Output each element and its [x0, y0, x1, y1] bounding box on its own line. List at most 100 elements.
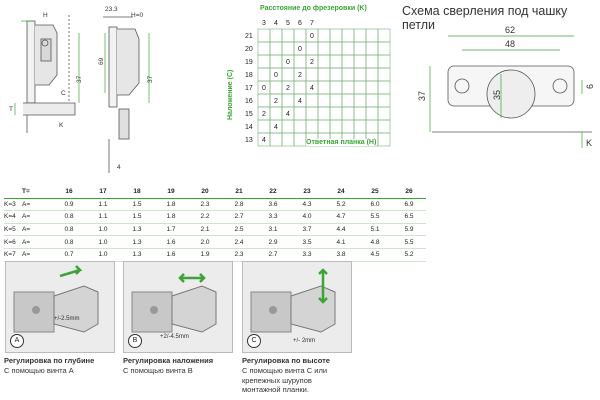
spec-header-k [4, 186, 22, 199]
spec-value: 1.7 [154, 223, 188, 237]
drill-scheme-drawing: 62 48 37 35 6 K [417, 25, 595, 148]
overlay-col-header: 5 [286, 20, 290, 27]
overlay-cell-value: 4 [286, 111, 290, 118]
adjustment-photo-depth: +/-2.5mm A [5, 261, 115, 353]
overlay-row-label: 17 [245, 85, 253, 92]
overlay-cell-value: 4 [262, 137, 266, 144]
overlay-cell [353, 80, 367, 95]
label-dim-37: 37 [76, 75, 83, 83]
spec-value: 3.1 [256, 223, 290, 237]
spec-value: 1.3 [120, 223, 154, 237]
overlay-cell [281, 119, 295, 134]
overlay-cell [269, 132, 283, 147]
spec-thickness: 18 [120, 186, 154, 199]
caption-height-line: С помощью винта С или [242, 366, 328, 375]
caption-depth-title: Регулировка по глубине [4, 356, 95, 365]
overlay-cell [317, 41, 331, 56]
spec-row-k: K=6 [4, 235, 22, 249]
overlay-cell [341, 28, 355, 43]
overlay-row-label: 18 [245, 72, 253, 79]
hinge-drawing-icon [124, 262, 232, 352]
caption-height-title: Регулировка по высоте [242, 356, 330, 365]
spec-thickness: 17 [86, 186, 120, 199]
overlay-row-label: 21 [245, 33, 253, 40]
spec-value: 1.5 [120, 198, 154, 212]
overlay-cell [329, 54, 343, 69]
overlay-cell [293, 106, 307, 121]
spec-value: 1.3 [120, 248, 154, 262]
overlay-cell [377, 54, 391, 69]
overlay-cell [341, 41, 355, 56]
overlay-cell [329, 28, 343, 43]
overlay-cell [305, 41, 319, 56]
overlay-cell-value: 0 [298, 46, 302, 53]
label-t: T [9, 106, 13, 113]
overlay-cell-value: 2 [286, 85, 290, 92]
spec-value: 6.9 [392, 198, 426, 212]
overlay-cell [317, 106, 331, 121]
caption-overlay-line: С помощью винта В [123, 366, 193, 375]
spec-value: 1.9 [188, 248, 222, 262]
overlay-cell [305, 67, 319, 82]
overlay-col-header: 4 [274, 20, 278, 27]
caption-height-line: монтажной планки. [242, 385, 309, 394]
dim-6: 6 [585, 84, 595, 89]
spec-value: 2.4 [222, 235, 256, 249]
overlay-cell [329, 119, 343, 134]
overlay-cell [377, 67, 391, 82]
overlay-cell [269, 54, 283, 69]
overlay-cell [257, 93, 271, 108]
spec-value: 2.7 [222, 210, 256, 224]
overlay-cell [377, 119, 391, 134]
label-dim-37b: 37 [147, 75, 154, 83]
label-h0: H=0 [131, 12, 143, 19]
overlay-row-label: 20 [245, 46, 253, 53]
spec-thickness: 24 [324, 186, 358, 199]
spec-value: 5.2 [324, 198, 358, 212]
label-dim-4: 4 [117, 164, 121, 171]
overlay-row-label: 19 [245, 59, 253, 66]
drill-scheme-title: Схема сверления под чашку петли [402, 4, 568, 32]
spec-value: 4.3 [290, 198, 324, 212]
overlay-cell [329, 41, 343, 56]
spec-value: 5.1 [358, 223, 392, 237]
range-depth: +/-2.5mm [54, 316, 80, 322]
label-c: C [61, 90, 66, 97]
spec-header-t: T= [22, 186, 52, 199]
overlay-cell [281, 28, 295, 43]
overlay-cell-value: 4 [274, 124, 278, 131]
overlay-cell-value: 0 [310, 33, 314, 40]
range-overlay: +2/-4.5mm [160, 334, 189, 340]
spec-value: 0.8 [52, 210, 86, 224]
overlay-cell [377, 106, 391, 121]
overlay-cell-value: 2 [298, 72, 302, 79]
spec-value: 0.8 [52, 223, 86, 237]
spec-value: 5.5 [358, 210, 392, 224]
dim-k: K [586, 138, 592, 148]
spec-value: 0.7 [52, 248, 86, 262]
overlay-cell-value: 2 [274, 98, 278, 105]
overlay-cell [377, 41, 391, 56]
overlay-cell [269, 28, 283, 43]
spec-value: 1.6 [154, 235, 188, 249]
spec-thickness: 22 [256, 186, 290, 199]
spec-value: 2.8 [222, 198, 256, 212]
caption-depth-line: С помощью винта А [4, 366, 74, 375]
overlay-cell-value: 2 [262, 111, 266, 118]
dim-37: 37 [417, 91, 427, 101]
overlay-col-header: 3 [262, 20, 266, 27]
overlay-cell [377, 93, 391, 108]
spec-value: 0.9 [52, 198, 86, 212]
overlay-cell [269, 106, 283, 121]
overlay-cell [305, 119, 319, 134]
spec-row-k: K=3 [4, 198, 22, 212]
overlay-cell-value: 0 [286, 59, 290, 66]
overlay-row-label: 14 [245, 124, 253, 131]
overlay-cell [317, 67, 331, 82]
spec-value: 1.6 [154, 248, 188, 262]
overlay-cell [341, 106, 355, 121]
spec-value: 2.1 [188, 223, 222, 237]
overlay-cell [353, 67, 367, 82]
